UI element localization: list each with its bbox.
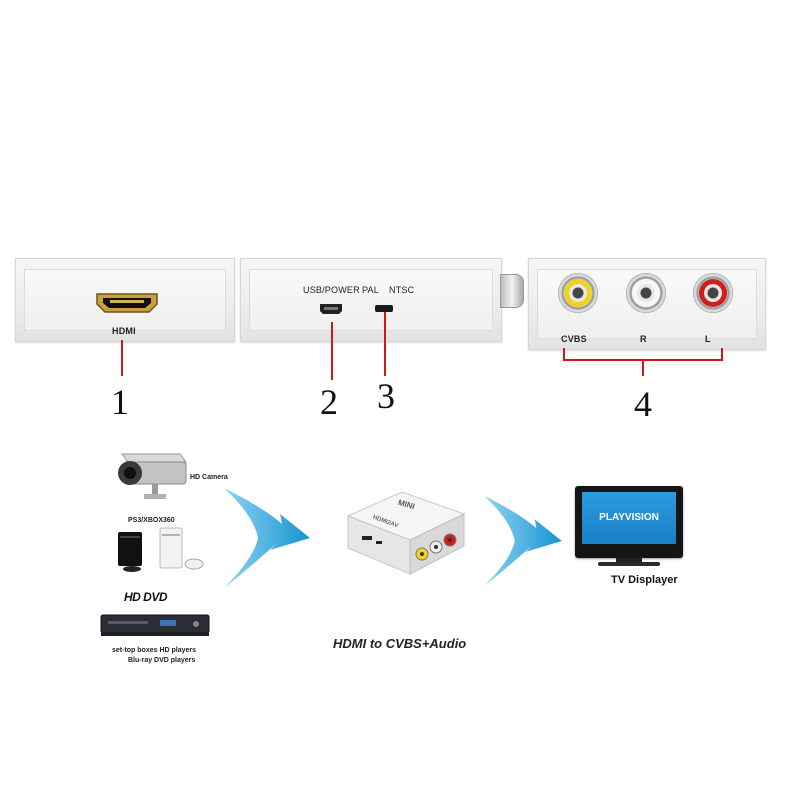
usb-power-label: USB/POWER	[303, 285, 360, 295]
tv-base	[598, 562, 660, 566]
usb-panel-face	[249, 269, 493, 331]
ntsc-label: NTSC	[389, 285, 415, 295]
hdmi-label: HDMI	[112, 326, 136, 336]
l-label: L	[705, 334, 711, 344]
r-audio-jack	[626, 273, 666, 313]
game-consoles-icon	[118, 527, 204, 572]
tv-screen: PLAYVISION	[582, 492, 676, 544]
leader-line-1	[121, 340, 123, 376]
dvd-player-icon	[100, 614, 210, 636]
arrow-right-icon-2	[484, 495, 562, 587]
bracket-4-right	[721, 348, 723, 360]
bracket-4-left	[563, 348, 565, 360]
rca-panel: CVBS R L	[528, 258, 766, 350]
r-label: R	[640, 334, 647, 344]
callout-number-2: 2	[320, 382, 338, 422]
settop-label-line2: Blu-ray DVD players	[128, 657, 196, 664]
l-audio-jack	[693, 273, 733, 313]
arrow-right-icon-1	[224, 488, 310, 588]
leader-line-3	[384, 312, 386, 376]
pal-ntsc-switch[interactable]	[375, 305, 393, 312]
cvbs-jack	[558, 273, 598, 313]
hd-dvd-logo: HD DVD	[124, 590, 168, 604]
hd-camera-icon	[118, 453, 187, 499]
hd-camera-label: HD Camera	[190, 474, 228, 481]
cvbs-label: CVBS	[561, 334, 587, 344]
callout-number-4: 4	[634, 384, 652, 424]
pal-label: PAL	[362, 285, 379, 295]
mini-usb-port-icon	[320, 304, 342, 314]
side-connector	[500, 274, 524, 308]
settop-label-line1: set-top boxes HD players	[112, 647, 197, 654]
callout-number-1: 1	[111, 382, 129, 422]
usb-panel: USB/POWER PAL NTSC	[240, 258, 502, 342]
diagram-caption: HDMI to CVBS+Audio	[333, 636, 467, 651]
leader-line-2	[331, 322, 333, 380]
hdmi-port-icon	[96, 293, 158, 313]
ps3-xbox-label: PS3/XBOX360	[128, 517, 175, 524]
leader-line-4	[642, 360, 644, 376]
tv-icon: PLAYVISION	[575, 486, 683, 558]
callout-number-3: 3	[377, 376, 395, 416]
tv-stand	[616, 558, 642, 562]
tv-screen-text: PLAYVISION	[599, 512, 659, 523]
converter-device-icon	[346, 491, 466, 575]
tv-displayer-label: TV Displayer	[611, 574, 678, 586]
hdmi-panel: HDMI	[15, 258, 235, 342]
